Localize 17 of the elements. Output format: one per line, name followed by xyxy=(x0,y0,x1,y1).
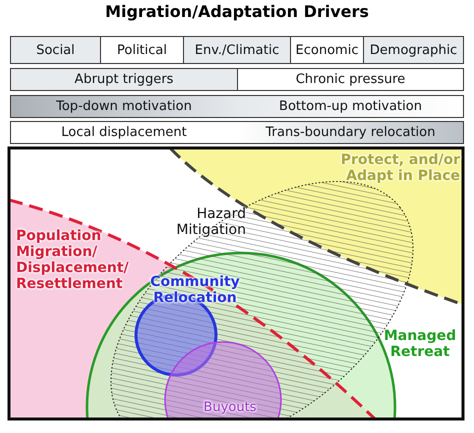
driver-label: Bottom-up motivation xyxy=(279,99,422,114)
driver-label: Demographic xyxy=(370,42,458,58)
driver-label: Chronic pressure xyxy=(296,72,406,87)
region-label: Protect, and/or Adapt in Place xyxy=(340,152,460,184)
title: Migration/Adaptation Drivers xyxy=(104,2,370,21)
driver-label: Trans-boundary relocation xyxy=(266,125,436,140)
driver-label: Abrupt triggers xyxy=(74,72,174,87)
region-label: Population Migration/ Displacement/ Resettlement xyxy=(16,228,129,292)
driver-label: Local displacement xyxy=(61,125,187,140)
driver-label: Top-down motivation xyxy=(56,99,192,114)
driver-label: Economic xyxy=(296,42,358,58)
driver-label: Social xyxy=(36,42,75,58)
driver-label: Env./Climatic xyxy=(194,42,280,58)
region-label: Buyouts xyxy=(204,400,256,415)
region-label: Managed Retreat xyxy=(384,328,456,360)
region-label: Hazard Mitigation xyxy=(176,206,246,238)
driver-label: Political xyxy=(117,42,167,58)
